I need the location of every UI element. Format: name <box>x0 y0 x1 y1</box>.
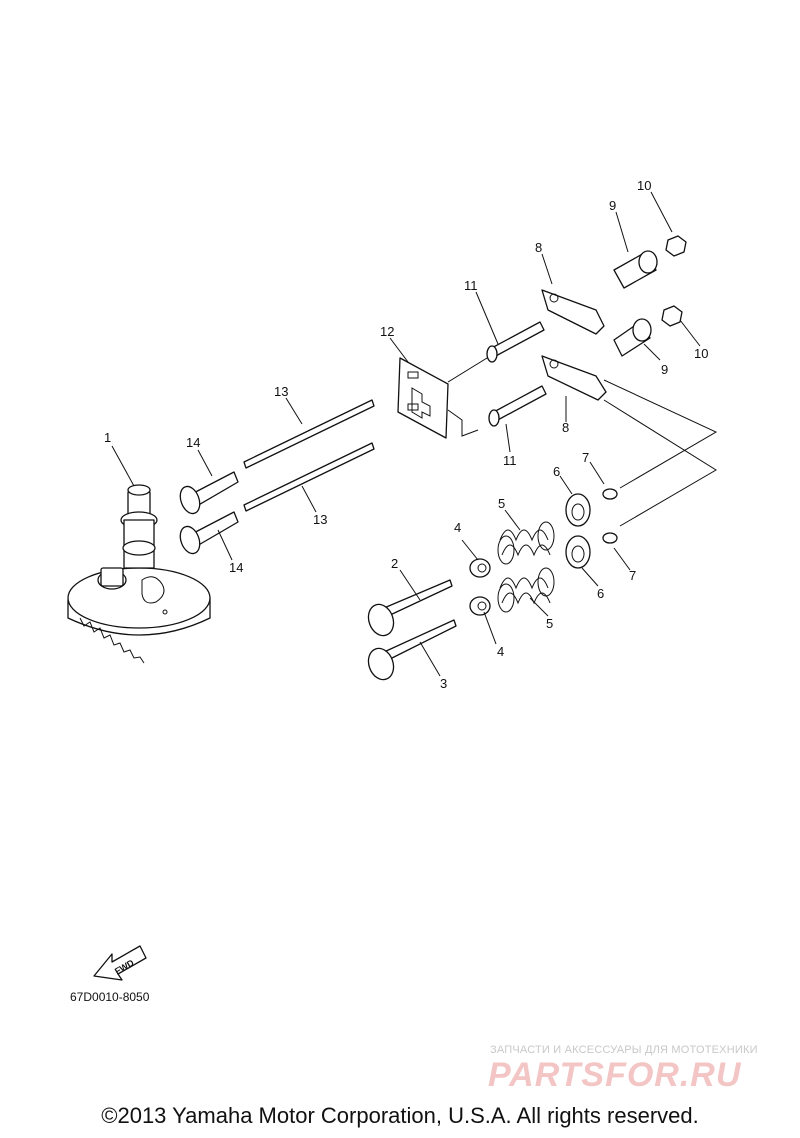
intake-valve <box>367 579 453 637</box>
spring-retainer-lower <box>565 535 591 569</box>
rocker-pivot-lower <box>613 318 652 357</box>
copyright-notice: ©2013 Yamaha Motor Corporation, U.S.A. A… <box>101 1103 699 1128</box>
rocker-arm-lower <box>541 355 607 401</box>
watermark-tagline: ЗАПЧАСТИ И АКСЕССУАРЫ ДЛЯ МОТОТЕХНИКИ <box>490 1044 758 1056</box>
callout-14-lower: 14 <box>229 560 243 575</box>
fwd-arrow-icon: FWD <box>93 945 147 981</box>
valve-spring-upper <box>497 521 555 565</box>
watermark-brand: PARTSFOR.RU <box>488 1056 742 1094</box>
callout-5-upper: 5 <box>498 496 505 511</box>
callout-4-lower: 4 <box>497 644 504 659</box>
valve-spring-lower <box>497 567 555 613</box>
callout-7-upper: 7 <box>582 450 589 465</box>
nut-upper <box>665 235 687 257</box>
callout-13-lower: 13 <box>313 512 327 527</box>
valve-cotter-lower <box>602 532 618 544</box>
push-rod-lower <box>243 442 375 512</box>
valve-cotter-upper <box>602 488 618 500</box>
callout-3: 3 <box>440 676 447 691</box>
callout-13-upper: 13 <box>274 384 288 399</box>
callout-11-upper: 11 <box>464 278 478 293</box>
callout-1: 1 <box>104 430 111 445</box>
callout-7-lower: 7 <box>629 568 636 583</box>
rocker-pivot-upper <box>613 250 658 289</box>
callout-8-lower: 8 <box>562 420 569 435</box>
callout-9-lower: 9 <box>661 362 668 377</box>
callout-6-lower: 6 <box>597 586 604 601</box>
exhaust-valve <box>367 619 457 681</box>
tappet-lower <box>179 511 239 555</box>
valve-stem-seal-lower <box>469 596 491 616</box>
rocker-adjust-screw-lower <box>488 385 547 427</box>
callout-14-upper: 14 <box>186 435 200 450</box>
callout-12: 12 <box>380 324 394 339</box>
callout-4-upper: 4 <box>454 520 461 535</box>
spring-retainer-upper <box>565 493 591 527</box>
rocker-adjust-screw-upper <box>486 321 545 363</box>
camshaft-gear <box>67 484 211 664</box>
callout-2: 2 <box>391 556 398 571</box>
valve-stem-seal-upper <box>469 558 491 578</box>
push-rod-guide-plate <box>397 357 449 439</box>
push-rod-upper <box>243 399 375 469</box>
rocker-arm-upper <box>541 289 605 335</box>
callout-10-upper: 10 <box>637 178 651 193</box>
callout-11-lower: 11 <box>503 453 517 468</box>
leader-lines <box>111 191 701 677</box>
tappet-upper <box>179 471 239 515</box>
callout-9-upper: 9 <box>609 198 616 213</box>
callout-6-upper: 6 <box>553 464 560 479</box>
callout-10-lower: 10 <box>694 346 708 361</box>
callout-8-upper: 8 <box>535 240 542 255</box>
nut-lower <box>661 305 683 327</box>
callout-5-lower: 5 <box>546 616 553 631</box>
diagram-code: 67D0010-8050 <box>70 990 150 1004</box>
